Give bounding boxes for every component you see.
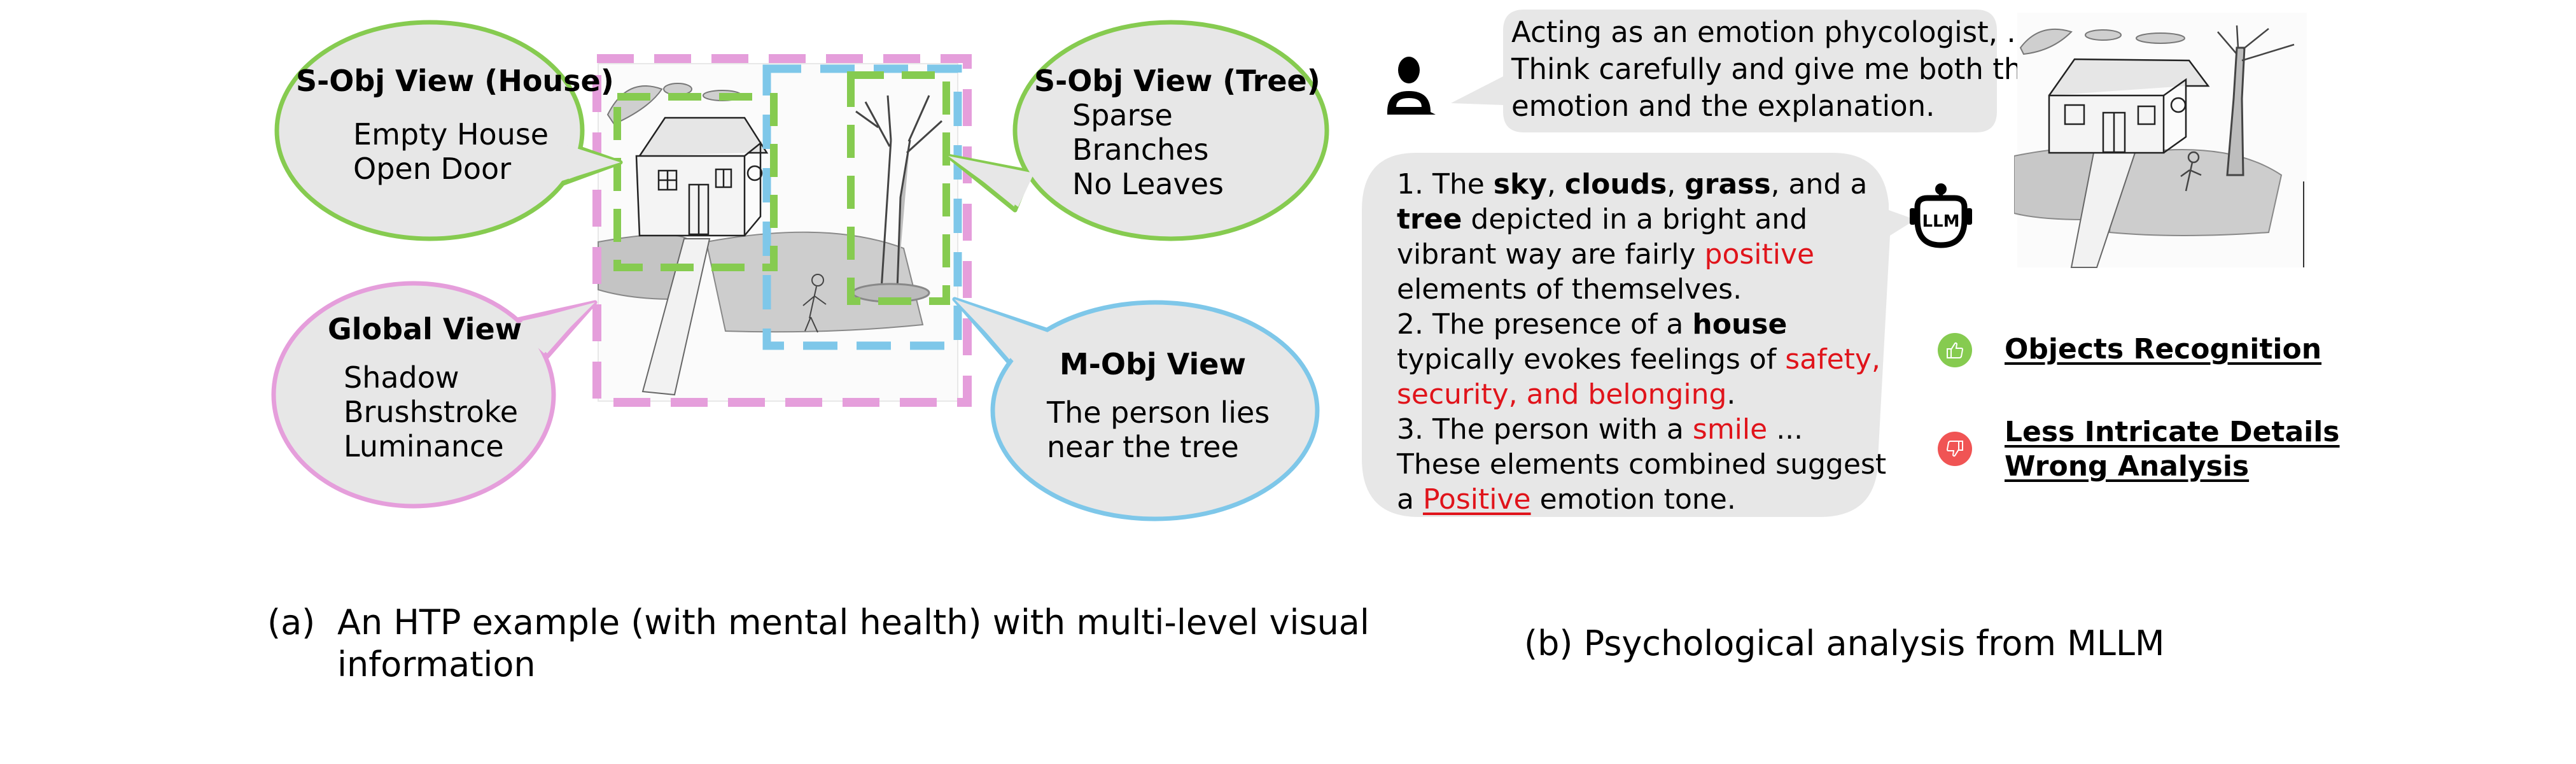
house-view-title: S-Obj View (House) [296, 64, 614, 98]
multi-object-view-title: M-Obj View [1060, 347, 1246, 381]
response-fragment: 2. The presence of a [1397, 308, 1693, 341]
user-prompt-line: emotion and the explanation. [1511, 89, 1935, 123]
caption-a-label: (a) [267, 602, 316, 642]
thumbs-up-icon [1947, 342, 1964, 358]
tree-view-bubble [946, 20, 1329, 241]
tree-view-item: Branches [1072, 132, 1209, 167]
llm-response-text: 1. The sky, clouds, grass, and a tree de… [1397, 167, 1886, 517]
house-view-item: Open Door [353, 152, 512, 186]
global-view-item: Brushstroke [344, 395, 519, 429]
keyword-sky: sky [1493, 168, 1547, 201]
global-view-item: Luminance [344, 429, 504, 463]
house-object-box [613, 93, 778, 271]
house-view-bubble [274, 20, 623, 241]
tree-object-box [847, 71, 950, 305]
response-fragment: , and a [1770, 168, 1868, 201]
caption-a-line2: information [337, 644, 536, 684]
user-prompt-line: Acting as an emotion phycologist, .... [1511, 15, 2043, 49]
multi-object-view-bubble [952, 297, 1320, 521]
user-prompt-text: Acting as an emotion phycologist, .... T… [1511, 14, 2043, 125]
person-sketch [802, 274, 827, 333]
multi-object-view-item: near the tree [1047, 430, 1239, 464]
response-fragment: depicted in a bright and [1462, 203, 1808, 236]
response-line: typically evokes feelings of safety, [1397, 342, 1886, 377]
response-fragment: , [1667, 168, 1685, 201]
response-line: a Positive emotion tone. [1397, 482, 1886, 517]
keyword-tree: tree [1397, 203, 1462, 236]
verdict-negative: Less Intricate Details Wrong Analysis [2005, 415, 2340, 484]
user-prompt-line: Think carefully and give me both the [1511, 52, 2040, 86]
caption-a: (a) An HTP example (with mental health) … [267, 602, 1369, 684]
response-fragment: vibrant way are fairly [1397, 238, 1705, 271]
response-fragment: a [1397, 483, 1423, 516]
thumbs-up-badge [1938, 333, 1972, 367]
response-line: These elements combined suggest [1397, 447, 1886, 482]
response-line: tree depicted in a bright and [1397, 202, 1886, 237]
keyword-clouds: clouds [1564, 168, 1667, 201]
multi-object-view-text: M-Obj View The person lies near the tree [1047, 347, 1270, 464]
verdict-negative-line: Wrong Analysis [2005, 450, 2250, 483]
keyword-house: house [1692, 308, 1788, 341]
global-view-box [592, 54, 972, 407]
user-prompt-bubble [1451, 10, 1997, 132]
response-line: 3. The person with a smile ... [1397, 412, 1886, 447]
response-line: elements of themselves. [1397, 272, 1886, 307]
caption-b: (b) Psychological analysis from MLLM [1524, 623, 2165, 663]
house-view-item: Empty House [353, 117, 549, 152]
tree-view-item: No Leaves [1072, 167, 1224, 201]
response-fragment: emotion tone. [1530, 483, 1736, 516]
response-fragment: typically evokes feelings of [1397, 343, 1786, 376]
global-view-title: Global View [328, 312, 522, 346]
global-view-text: Global View Shadow Brushstroke Luminance [328, 312, 522, 463]
multi-object-view-box [762, 64, 962, 350]
response-fragment: elements of themselves. [1397, 273, 1742, 306]
llm-response-bubble [1362, 153, 1915, 517]
grass-sketch [705, 231, 924, 333]
verdict-positive: Objects Recognition [2005, 333, 2322, 365]
response-line: 2. The presence of a house [1397, 307, 1886, 342]
response-line: security, and belonging. [1397, 377, 1886, 412]
keyword-grass: grass [1684, 168, 1771, 201]
highlight-safety: safety, [1785, 343, 1880, 376]
multi-object-view-item: The person lies [1047, 395, 1270, 430]
global-view-item: Shadow [344, 360, 459, 395]
tree-view-text: S-Obj View (Tree) Sparse Branches No Lea… [1034, 64, 1320, 201]
tree-view-title: S-Obj View (Tree) [1034, 64, 1320, 98]
robot-llm-icon: LLM [1910, 183, 1972, 248]
response-line: vibrant way are fairly positive [1397, 237, 1886, 272]
response-line: 1. The sky, clouds, grass, and a [1397, 167, 1886, 202]
highlight-smile: smile [1692, 413, 1768, 446]
response-fragment: ... [1767, 413, 1803, 446]
house-sketch [635, 117, 769, 237]
thumbs-down-icon [1946, 441, 1963, 457]
llm-icon-label: LLM [1922, 212, 1959, 231]
response-fragment: . [1726, 378, 1736, 411]
response-fragment: , [1546, 168, 1565, 201]
response-fragment: These elements combined suggest [1397, 448, 1887, 481]
path-sketch [641, 238, 711, 396]
response-fragment: 3. The person with a [1397, 413, 1693, 446]
htp-drawing-thumbnail [2014, 13, 2307, 268]
verdict-negative-line: Less Intricate Details [2005, 416, 2340, 448]
tree-view-item: Sparse [1072, 98, 1173, 132]
response-fragment: 1. The [1397, 168, 1494, 201]
highlight-positive-verdict: Positive [1422, 483, 1531, 516]
person-icon [1387, 57, 1436, 115]
house-view-text: S-Obj View (House) Empty House Open Door [296, 64, 614, 186]
thumbs-down-badge [1938, 432, 1972, 466]
global-view-bubble [271, 281, 598, 509]
highlight-positive: positive [1704, 238, 1815, 271]
caption-a-line1: An HTP example (with mental health) with… [337, 602, 1369, 642]
highlight-security-belonging: security, and belonging [1397, 378, 1727, 411]
